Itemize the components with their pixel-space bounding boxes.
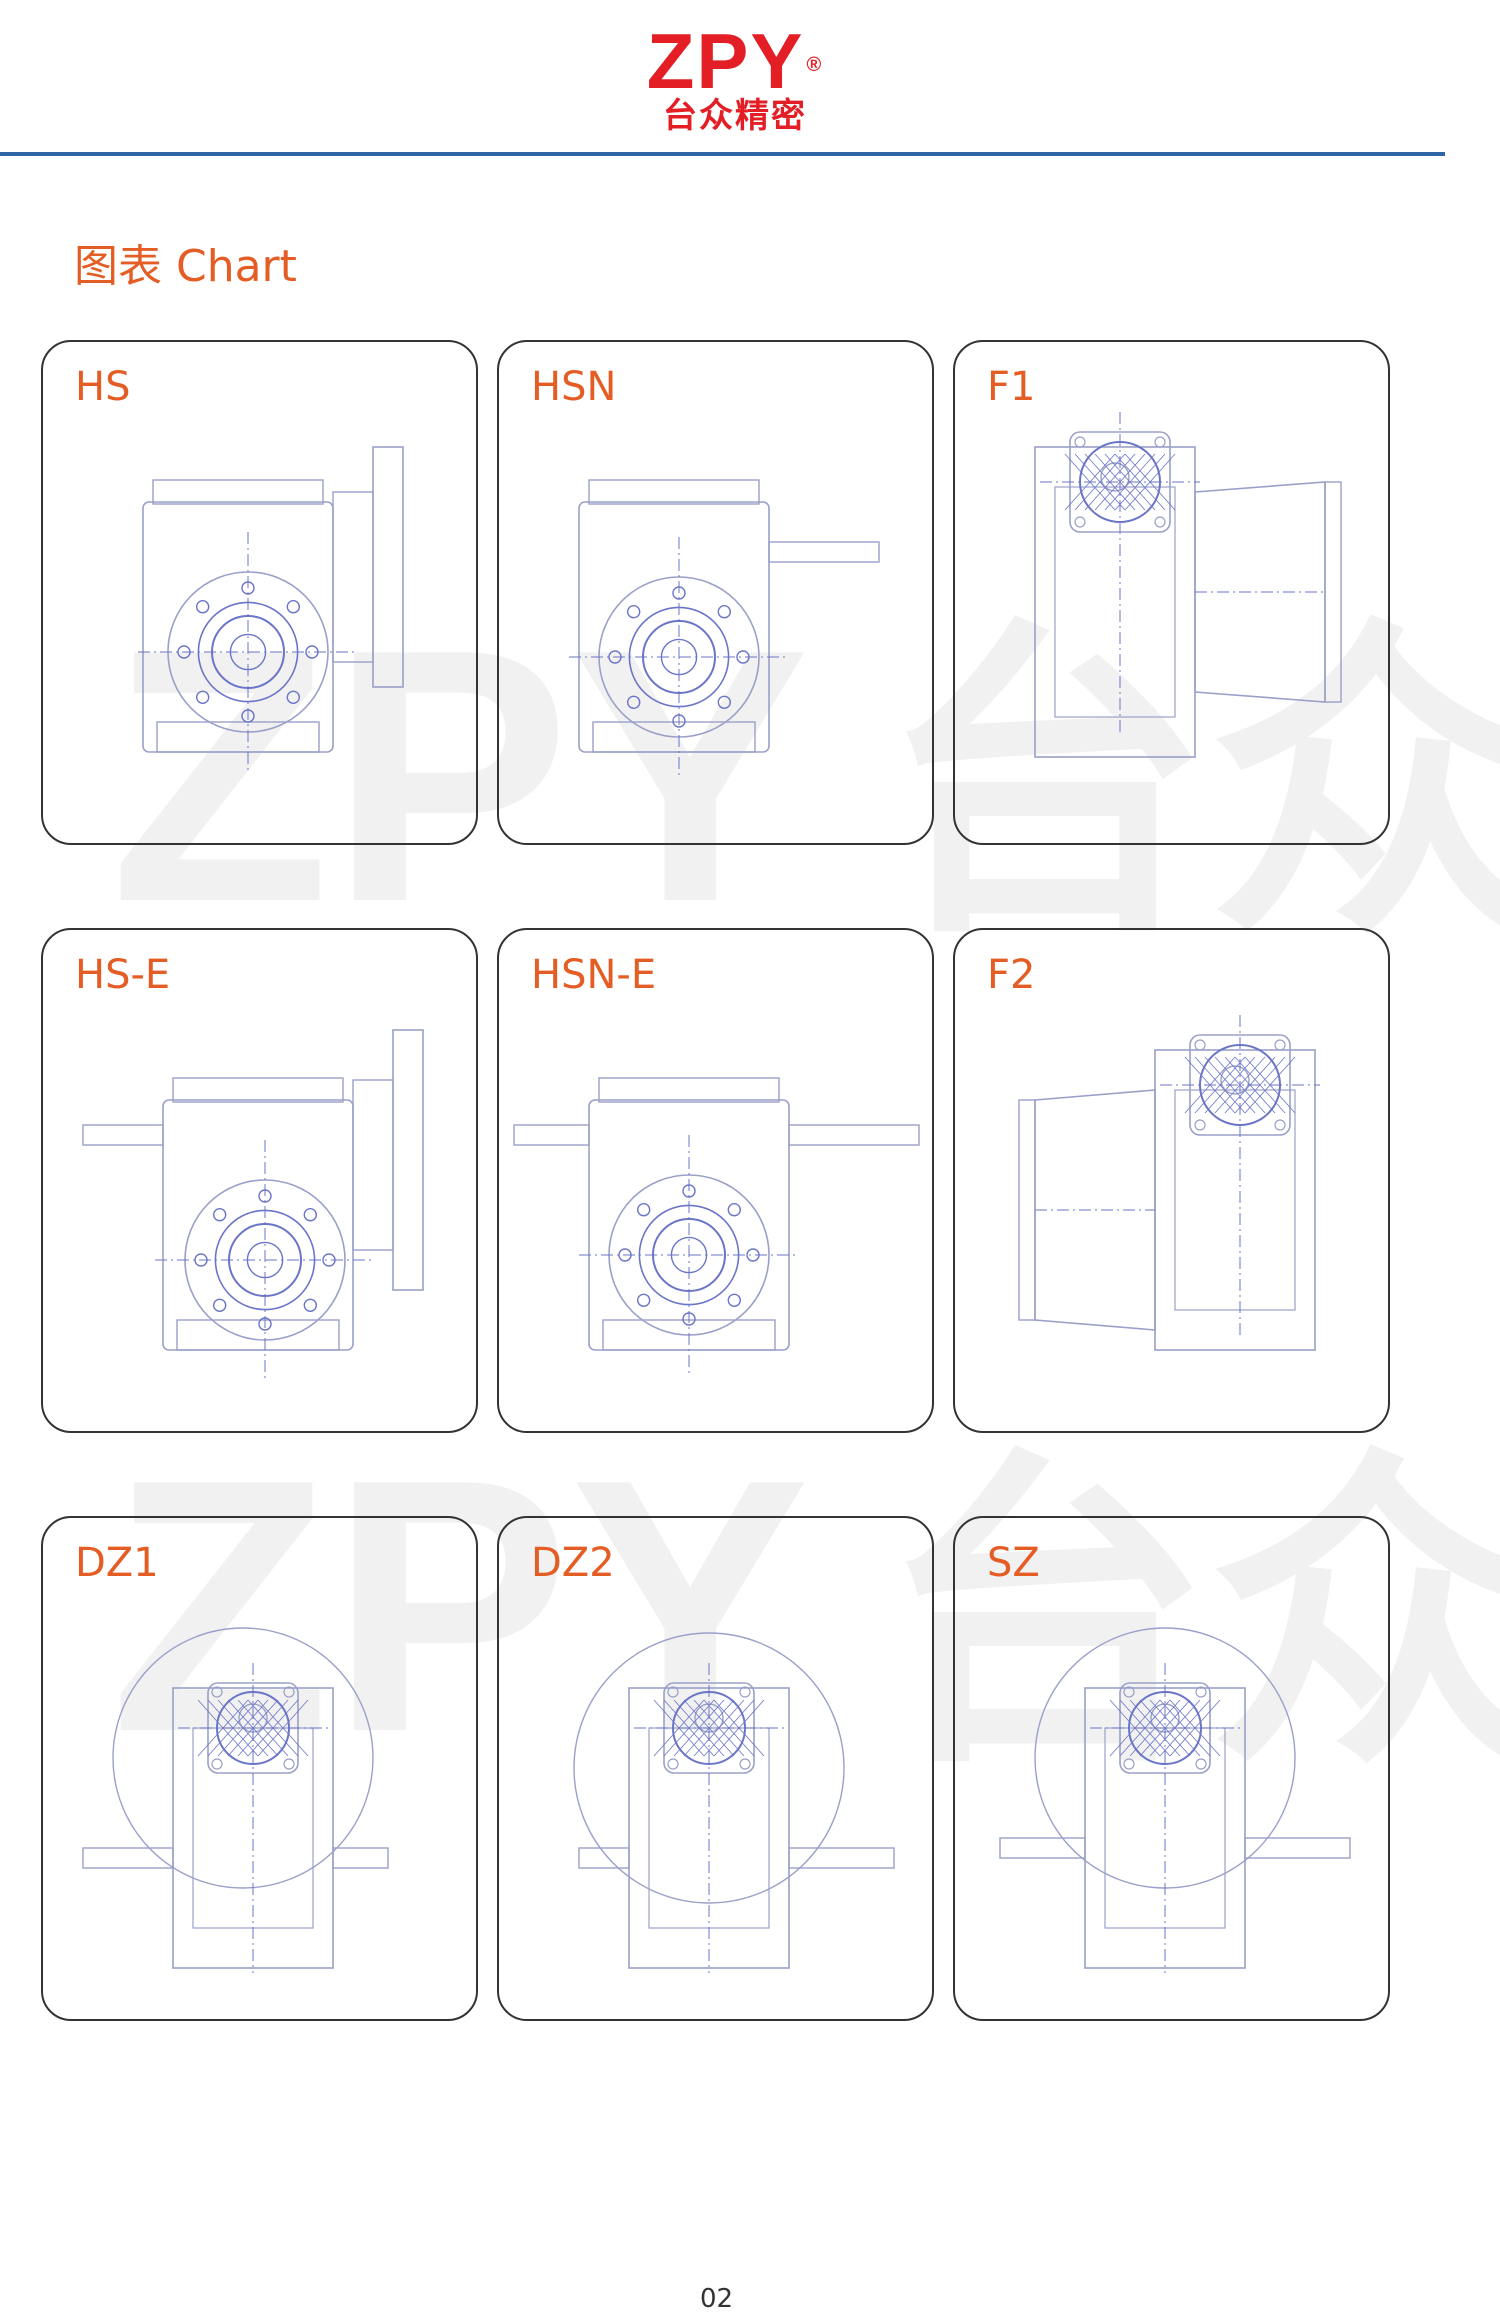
header-divider <box>0 152 1445 156</box>
card-dz1: DZ1 <box>41 1516 478 2021</box>
card-hsn: HSN <box>497 340 934 845</box>
gearbox-drawing-sz <box>999 1627 1351 1973</box>
gearbox-drawing-hsn <box>569 479 880 777</box>
card-f2: F2 <box>953 928 1390 1433</box>
card-hs-e: HS-E <box>41 928 478 1433</box>
card-label: F2 <box>987 952 1036 998</box>
gearbox-drawing-hs <box>138 446 404 772</box>
gearbox-drawing-dz2 <box>573 1632 895 1973</box>
registered-icon: ® <box>806 54 824 76</box>
gearbox-drawing-hsn-e <box>513 1077 920 1375</box>
logo-subtitle: 台众精密 <box>663 96 807 136</box>
card-label: HSN-E <box>531 952 657 998</box>
gearbox-drawing-f1 <box>1034 412 1342 758</box>
section-title: 图表 Chart <box>74 241 297 292</box>
card-label: HSN <box>531 364 617 410</box>
card-label: SZ <box>987 1540 1040 1586</box>
page-number: 02 <box>700 2284 734 2314</box>
gearbox-drawing-hs-e <box>82 1029 424 1380</box>
card-label: DZ1 <box>75 1540 159 1586</box>
card-label: DZ2 <box>531 1540 615 1586</box>
brand-logo: ZPY® 台众精密 <box>620 22 850 136</box>
page-header: ZPY® 台众精密 <box>0 0 1500 160</box>
card-f1: F1 <box>953 340 1390 845</box>
gearbox-drawing-dz1 <box>82 1627 389 1973</box>
card-label: HS <box>75 364 131 410</box>
card-sz: SZ <box>953 1516 1390 2021</box>
card-hsn-e: HSN-E <box>497 928 934 1433</box>
card-dz2: DZ2 <box>497 1516 934 2021</box>
card-label: HS-E <box>75 952 171 998</box>
logo-text: ZPY <box>646 17 805 105</box>
card-hs: HS <box>41 340 478 845</box>
gearbox-drawing-f2 <box>1018 1015 1320 1351</box>
card-label: F1 <box>987 364 1036 410</box>
